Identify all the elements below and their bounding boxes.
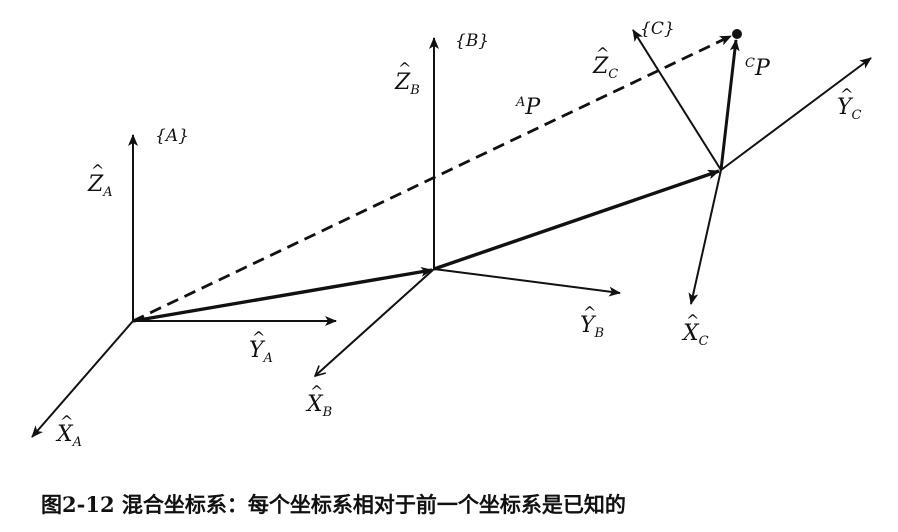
figure-caption: 图2-12 混合坐标系：每个坐标系相对于前一个坐标系是已知的	[41, 492, 626, 517]
frame-a-x-hat: ^	[60, 412, 73, 431]
frame-a-x-label: XA	[55, 422, 82, 450]
frame-c-label: {C}	[640, 19, 675, 39]
frame-c-x-hat: ^	[686, 311, 699, 330]
point-p	[732, 29, 742, 39]
frame-c-z-hat: ^	[596, 44, 609, 63]
frame-b-x-label: XB	[305, 392, 332, 420]
frame-b-z-hat: ^	[398, 59, 411, 78]
frame-b-y-axis	[433, 268, 621, 297]
vector-a-to-point-dashed	[132, 34, 732, 323]
frame-b-y-label: YB	[580, 313, 604, 341]
frame-b-label: {B}	[455, 31, 489, 51]
frame-b-y-hat: ^	[583, 303, 596, 322]
frame-c-x-label: XC	[681, 321, 709, 349]
frame-b-z-label: ZB	[394, 70, 420, 98]
connecting-vectors	[132, 34, 740, 323]
frame-c-y-hat: ^	[840, 85, 853, 104]
frame-c-z-label: ZC	[592, 54, 618, 82]
frame-a-x-axis	[31, 320, 134, 438]
frame-a: {A} ^ ZA ^ YA ^ XA	[31, 126, 337, 450]
frame-c-x-axis	[688, 169, 722, 305]
vector-b-to-c	[433, 169, 720, 271]
frame-a-y-hat: ^	[252, 328, 265, 347]
vector-cp-label: CP	[745, 56, 771, 81]
frame-c-y-axis	[720, 57, 872, 171]
frame-c-y-label: YC	[837, 95, 862, 123]
frame-b: {B} ^ ZB ^ YB ^ XB	[305, 31, 621, 420]
frame-a-y-label: YA	[249, 338, 273, 366]
vector-a-to-b	[132, 266, 433, 323]
frame-b-x-axis	[315, 268, 435, 376]
frame-b-x-hat: ^	[310, 382, 323, 401]
vector-c-to-point	[719, 39, 740, 171]
frame-c: {C} ^ ZC ^ YC ^ XC	[592, 19, 872, 349]
frame-a-label: {A}	[155, 126, 189, 146]
frame-a-z-label: ZA	[87, 172, 113, 200]
frame-c-z-axis	[632, 29, 722, 171]
vector-ap-label: AP	[515, 95, 541, 120]
frame-a-z-hat: ^	[91, 161, 104, 180]
